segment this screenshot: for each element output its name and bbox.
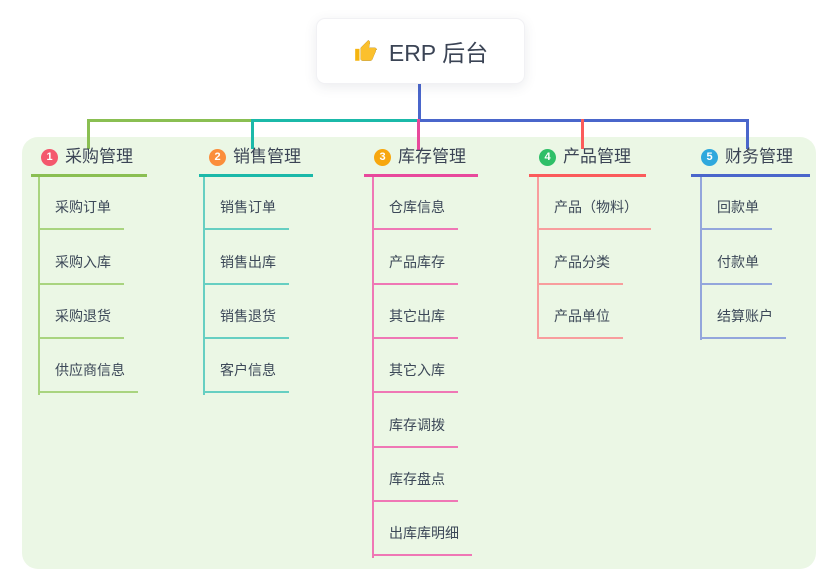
child-node[interactable]: 库存盘点	[372, 470, 458, 502]
branches-panel	[22, 137, 816, 569]
child-node[interactable]: 其它出库	[372, 307, 458, 339]
child-node[interactable]: 产品（物料）	[537, 198, 651, 230]
child-node[interactable]: 付款单	[700, 253, 772, 285]
child-node[interactable]: 供应商信息	[38, 361, 138, 393]
branch-5-number-badge: 5	[701, 148, 718, 166]
branch-5-label: 财务管理	[725, 147, 793, 166]
child-node[interactable]: 采购退货	[38, 307, 124, 339]
child-node[interactable]: 产品分类	[537, 253, 623, 285]
connector-horizontal-branch-2	[252, 119, 418, 122]
branch-2-number-badge: 2	[209, 148, 226, 166]
branch-3-number-badge: 3	[374, 148, 391, 166]
connector-horizontal-branch-1	[88, 119, 253, 122]
branch-node-1[interactable]: 1 采购管理	[31, 146, 147, 177]
connector-drop-branch-4	[581, 119, 584, 149]
branch-4-child-rail	[537, 177, 539, 339]
child-node[interactable]: 产品单位	[537, 307, 623, 339]
child-node[interactable]: 回款单	[700, 198, 772, 230]
root-node[interactable]: ERP 后台	[316, 18, 525, 84]
child-node[interactable]: 销售出库	[203, 253, 289, 285]
connector-drop-branch-2	[251, 119, 254, 149]
child-node[interactable]: 采购入库	[38, 253, 124, 285]
child-node[interactable]: 采购订单	[38, 198, 124, 230]
branch-node-4[interactable]: 4 产品管理	[529, 146, 646, 177]
connector-drop-branch-3	[417, 119, 420, 151]
child-node[interactable]: 销售退货	[203, 307, 289, 339]
branch-node-2[interactable]: 2 销售管理	[199, 146, 313, 177]
branch-3-child-rail	[372, 177, 374, 558]
branch-1-number-badge: 1	[41, 148, 58, 166]
branch-node-5[interactable]: 5 财务管理	[691, 146, 810, 177]
connector-drop-branch-5	[746, 119, 749, 149]
child-node[interactable]: 产品库存	[372, 253, 458, 285]
branch-1-label: 采购管理	[65, 147, 133, 166]
child-node[interactable]: 出库库明细	[372, 524, 472, 556]
connector-drop-branch-1	[87, 119, 90, 149]
branch-5-child-rail	[700, 177, 702, 340]
branch-4-label: 产品管理	[563, 147, 631, 166]
branch-1-child-rail	[38, 177, 40, 395]
branch-2-label: 销售管理	[233, 147, 301, 166]
branch-3-label: 库存管理	[398, 147, 466, 166]
child-node[interactable]: 仓库信息	[372, 198, 458, 230]
thumbs-up-icon	[353, 38, 379, 64]
branch-4-number-badge: 4	[539, 148, 556, 166]
child-node[interactable]: 客户信息	[203, 361, 289, 393]
child-node[interactable]: 结算账户	[700, 307, 786, 339]
branch-node-3[interactable]: 3 库存管理	[364, 146, 478, 177]
connector-root-stub	[418, 82, 421, 120]
root-node-label: ERP 后台	[388, 40, 489, 66]
child-node[interactable]: 其它入库	[372, 361, 458, 393]
child-node[interactable]: 库存调拨	[372, 416, 458, 448]
child-node[interactable]: 销售订单	[203, 198, 289, 230]
branch-2-child-rail	[203, 177, 205, 395]
